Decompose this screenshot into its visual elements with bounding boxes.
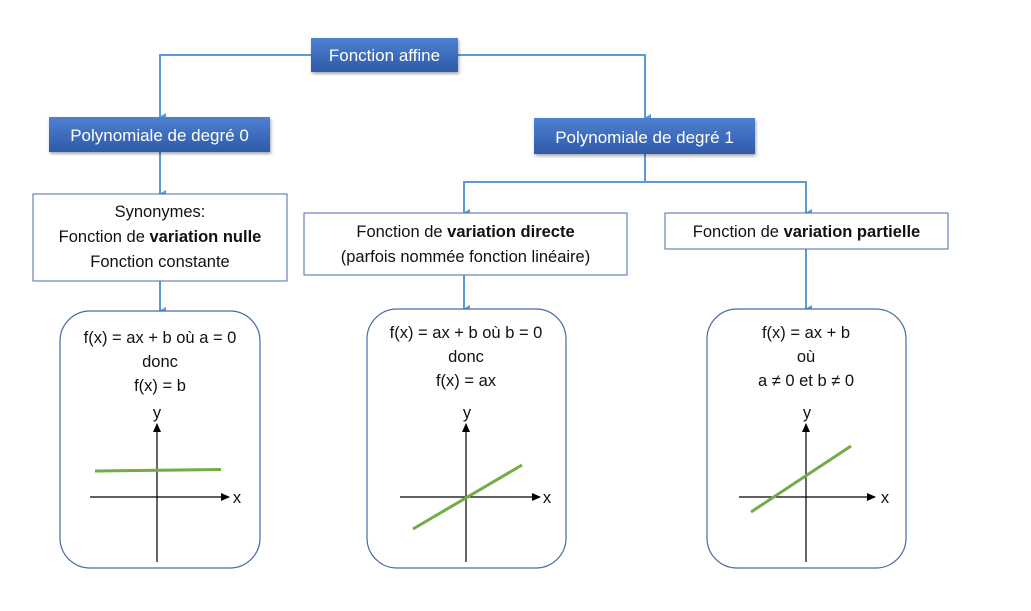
formula-line: f(x) = ax + b: [762, 324, 850, 342]
formula-line: f(x) = b: [134, 377, 186, 395]
formula-line: donc: [142, 353, 178, 371]
connectors: [159, 54, 812, 315]
linear-function-note: (parfois nommée fonction linéaire): [341, 248, 590, 266]
variation-nulle-label: Fonction de variation nulle: [59, 228, 262, 246]
formula-line: f(x) = ax + b où b = 0: [390, 324, 543, 342]
graph-line: [750, 444, 852, 514]
x-axis-label: x: [233, 489, 242, 507]
degree0-node: Polynomiale de degré 0: [49, 117, 270, 152]
x-axis-label: x: [881, 489, 890, 507]
formula-line: f(x) = ax + b où a = 0: [84, 329, 237, 347]
variation-partielle-box: Fonction de variation partielle: [664, 212, 949, 250]
card-direct: f(x) = ax + b où b = 0 donc f(x) = ax y …: [366, 308, 567, 569]
variation-directe-box: Fonction de variation directe (parfois n…: [303, 212, 628, 276]
formula-line: donc: [448, 348, 484, 366]
graph-line: [94, 468, 222, 473]
card-partial: f(x) = ax + b où a ≠ 0 et b ≠ 0 y x: [706, 308, 907, 569]
degree1-label: Polynomiale de degré 1: [555, 128, 734, 147]
degree1-node: Polynomiale de degré 1: [534, 118, 755, 154]
x-axis-label: x: [543, 489, 552, 507]
formula-line: où: [797, 348, 815, 366]
variation-nulle-box: Synonymes: Fonction de variation nulle F…: [32, 193, 288, 282]
card-constant: f(x) = ax + b où a = 0 donc f(x) = b y x: [59, 310, 261, 569]
synonyms-label: Synonymes:: [115, 203, 206, 221]
y-axis-label: y: [153, 404, 162, 422]
variation-directe-label: Fonction de variation directe: [356, 223, 574, 241]
y-axis-label: y: [803, 404, 812, 422]
graph-line: [412, 463, 523, 531]
constant-function-label: Fonction constante: [90, 253, 229, 271]
y-axis-label: y: [463, 404, 472, 422]
formula-line: a ≠ 0 et b ≠ 0: [758, 372, 854, 390]
degree0-label: Polynomiale de degré 0: [70, 126, 249, 145]
formula-line: f(x) = ax: [436, 372, 497, 390]
root-node: Fonction affine: [311, 38, 458, 72]
variation-partielle-label: Fonction de variation partielle: [693, 223, 920, 241]
root-label: Fonction affine: [329, 46, 440, 65]
